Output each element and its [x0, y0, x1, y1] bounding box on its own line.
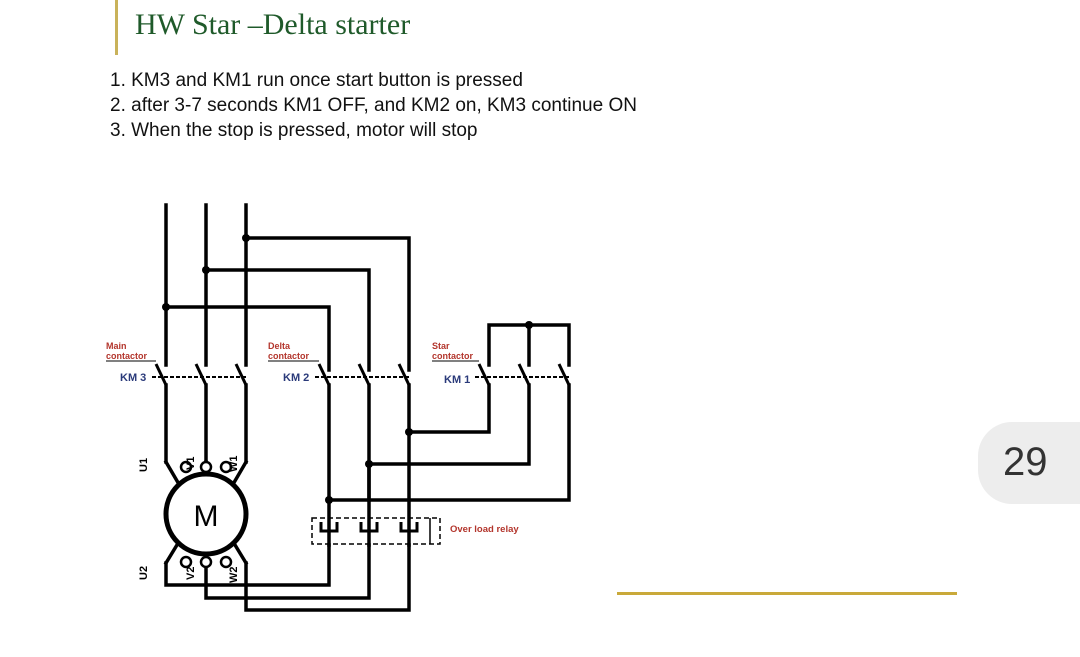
page-number: 29 — [1003, 440, 1048, 484]
km3-label: KM 3 — [120, 372, 146, 384]
main-contactor-label: contactor — [106, 351, 148, 361]
feed-wire-2 — [204, 268, 371, 372]
title-accent-bar — [115, 0, 118, 55]
delta-contactor-label: Delta — [268, 341, 291, 351]
page-title: HW Star –Delta starter — [135, 8, 411, 41]
feed-wire-3 — [244, 236, 411, 372]
terminal-w2-label: W2 — [228, 567, 240, 584]
page-number-tab — [978, 422, 1080, 504]
star-contactor-label: contactor — [432, 351, 474, 361]
terminal-u2-label: U2 — [138, 566, 150, 580]
star-contactor-label: Star — [432, 341, 450, 351]
motor-label: M — [194, 500, 219, 533]
step-item: 3. When the stop is pressed, motor will … — [110, 120, 478, 141]
overload-relay-label: Over load relay — [450, 524, 519, 535]
main-contactor-label: Main — [106, 341, 127, 351]
step-item: 2. after 3-7 seconds KM1 OFF, and KM2 on… — [110, 95, 637, 116]
terminal-u1-label: U1 — [138, 458, 150, 472]
terminal-w1-label: W1 — [228, 456, 240, 473]
footer-rule — [617, 592, 957, 595]
terminal-v1-label: V1 — [185, 457, 197, 470]
terminal-v2-label: V2 — [185, 567, 197, 580]
overload-relay — [311, 517, 441, 545]
step-list: 1. KM3 and KM1 run once start button is … — [110, 68, 637, 143]
km1-label: KM 1 — [444, 374, 470, 386]
delta-contactor-label: contactor — [268, 351, 310, 361]
km2-label: KM 2 — [283, 372, 309, 384]
feed-wire-1 — [164, 305, 331, 372]
step-item: 1. KM3 and KM1 run once start button is … — [110, 70, 523, 91]
motor-symbol — [163, 471, 249, 557]
